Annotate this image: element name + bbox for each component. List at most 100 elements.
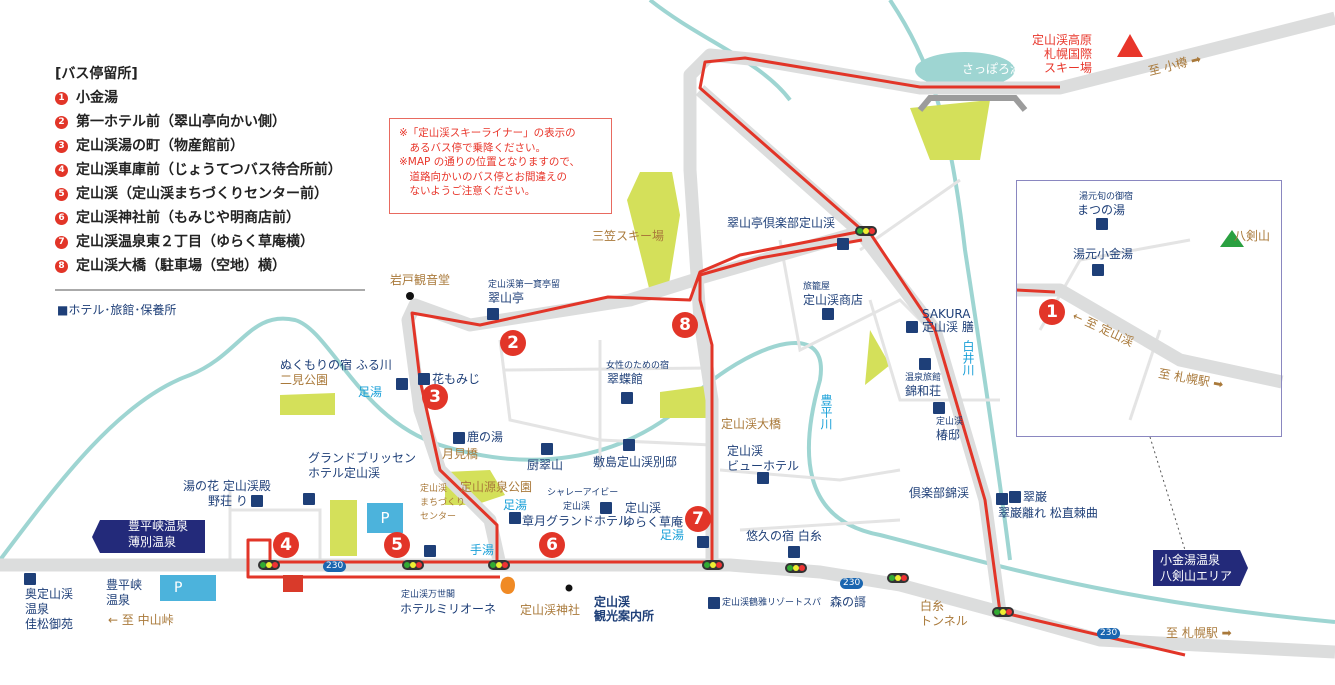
hotel-sakura-2: 定山渓 膳 [922, 320, 974, 334]
hotel-icon [933, 402, 945, 414]
place-futami-park: 二見公園 [280, 373, 329, 387]
route-230 [0, 558, 1335, 659]
stop-label: 小金湯 [76, 90, 118, 106]
hotel-grand-2: ホテル定山渓 [308, 466, 381, 480]
hotel-yuraku-1: 定山渓 [625, 501, 662, 515]
shirai-river-label: 白井川 [961, 340, 975, 376]
notice-line: 道路向かいのバス停とお間違えの [399, 170, 567, 183]
bus-stop-marker-1[interactable]: 1 [1039, 299, 1065, 325]
toyohira-river-label: 豊平川 [819, 394, 833, 430]
hotel-sub: 定山渓鶴雅リゾートスパ [722, 598, 822, 608]
hotel-legend: ■ホテル･旅館･保養所 [57, 303, 177, 317]
stop-number: 7 [55, 235, 68, 249]
ashiyu-label: 足湯 [358, 385, 383, 399]
notice-line: ※「定山渓スキーライナー」の表示の [399, 127, 576, 139]
bus-stop-marker-4[interactable]: 4 [273, 532, 299, 558]
ashiyu-label: 足湯 [503, 498, 528, 512]
hotel-shiraito: 悠久の宿 白糸 [746, 529, 822, 543]
bus-stop-marker-8[interactable]: 8 [672, 312, 698, 338]
parking-icon: P [160, 575, 216, 601]
bus-stop-marker-6[interactable]: 6 [539, 532, 565, 558]
stop-number: 1 [55, 91, 68, 105]
parking-icon: P [367, 503, 403, 533]
place-tunnel-1: 白糸 [920, 599, 945, 613]
route-230-shield: 230 [323, 561, 347, 572]
direction-nakayama: ← 至 中山峠 [108, 613, 174, 627]
hotel-suigan: 翠巌 [1023, 490, 1048, 504]
hotel-tsubaki: 椿邸 [936, 428, 961, 442]
hotel-sub: 女性のための宿 [606, 361, 670, 371]
hotel-suizantei-club: 翠山亭倶楽部定山渓 [727, 216, 836, 230]
hotel-yunohana-2: 野荘 り [208, 494, 248, 508]
hotel-shikanoyu: 鹿の湯 [467, 430, 504, 444]
koganeyu-inset-map [1016, 180, 1282, 437]
hotel-kuriyasuizan: 厨翠山 [527, 458, 564, 472]
bus-stop-marker-5[interactable]: 5 [384, 532, 410, 558]
notice-line: あるバス停で乗降ください。 [399, 141, 546, 154]
hotel-sub: 定山渓 [936, 417, 964, 427]
koganeyu-area-arrow [1153, 550, 1248, 586]
info-center-2[interactable]: 観光案内所 [594, 609, 655, 623]
hotel-icon [541, 443, 553, 455]
upper-river [648, 0, 792, 102]
hotel-icon [509, 512, 521, 524]
ski-resort-2: 札幌国際 [1044, 47, 1093, 61]
hotel-furukawa: ぬくもりの宿 ふる川 [280, 358, 392, 372]
hoheikyo-area-1[interactable]: 豊平峡温泉 [128, 519, 189, 533]
legend-stop-6: 6 定山渓神社前（もみじや明商店前） [55, 206, 342, 230]
notice-box: ※「定山渓スキーライナー」の表示の あるバス停で乗降ください。 ※MAP の通り… [389, 118, 612, 214]
hotel-suizantei: 翠山亭 [488, 291, 525, 305]
stop-number: 3 [55, 139, 68, 153]
hotel-million-sub: 定山渓万世閣 [401, 590, 456, 600]
koganeyu-area-2[interactable]: 八剣山エリア [1160, 569, 1233, 583]
hotel-icon [453, 432, 465, 444]
hotel-sub: 温泉旅館 [905, 373, 942, 383]
stop-label: 定山渓神社前（もみじや明商店前） [76, 210, 300, 226]
notice-line: ないようご注意ください。 [399, 185, 536, 197]
bus-stop-marker-3[interactable]: 3 [422, 384, 448, 410]
sapporo-lake [915, 52, 1015, 88]
place-mikasa-ski: 三笠スキー場 [592, 229, 665, 243]
place-ohashi: 定山渓大橋 [721, 417, 782, 431]
hakkenzan-mountain-icon [1220, 230, 1244, 247]
stop-number: 6 [55, 211, 68, 225]
ashiyu-label: 足湯 [660, 528, 685, 542]
hotel-icon [788, 546, 800, 558]
ski-resort-3: スキー場 [1044, 61, 1093, 75]
hoheikyo-area-2[interactable]: 薄別温泉 [128, 535, 177, 549]
hotel-icon [697, 536, 709, 548]
bus-stop-marker-7[interactable]: 7 [685, 506, 711, 532]
hotel-view-1: 定山渓 [727, 444, 764, 458]
hotel-okujozankei-1: 奥定山渓 [25, 587, 74, 601]
stop-label: 定山渓車庫前（じょうてつバス待合所前） [76, 162, 342, 178]
ski-resort-mountain-icon [1117, 34, 1143, 57]
place-sapporo-lake: さっぽろ湖 [962, 62, 1023, 76]
hotel-icon [418, 373, 430, 385]
shrine-fire-icon [500, 576, 515, 595]
hotel-chalet-1: シャレーアイビー [547, 488, 619, 498]
direction-sapporo: 至 札幌駅 ➡ [1166, 626, 1232, 640]
info-center-1[interactable]: 定山渓 [594, 595, 631, 609]
hotel-icon [1009, 491, 1021, 503]
hotel-suigan-hanare: 翠巌離れ 松直棘曲 [998, 506, 1098, 520]
hotel-icon [424, 545, 436, 557]
minor-roads [228, 178, 1191, 560]
place-jinja: 定山渓神社 [520, 603, 581, 617]
hotel-icon [487, 308, 499, 320]
koganeyu-area-1[interactable]: 小金湯温泉 [1160, 553, 1221, 567]
place-tunnel-2: トンネル [920, 614, 968, 628]
hotel-hanamomiji: 花もみじ [432, 372, 481, 386]
bus-stop-marker-2[interactable]: 2 [500, 330, 526, 356]
hotel-icon [600, 502, 612, 514]
place-hakkenzan: 八剣山 [1234, 229, 1271, 243]
hotel-hatagoya: 定山渓商店 [803, 293, 864, 307]
hotel-icon [906, 321, 918, 333]
hotel-sakura-1: SAKURA [922, 307, 971, 321]
bus-garage-icon [283, 575, 303, 592]
